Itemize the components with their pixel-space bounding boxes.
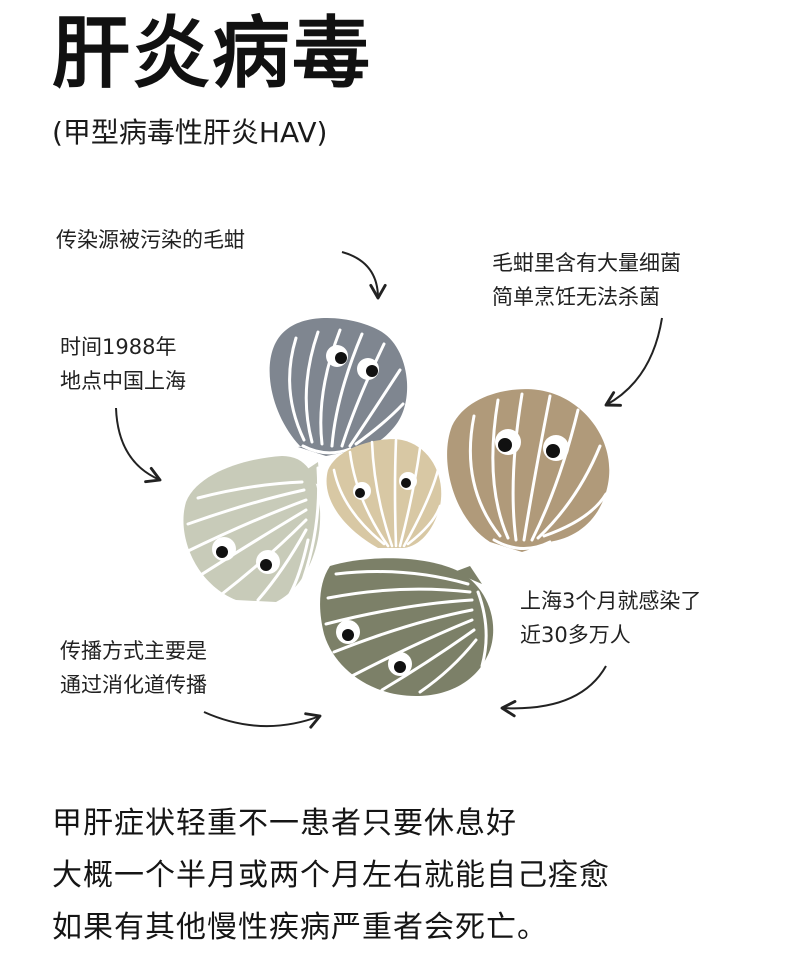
note-transmission-line-1: 传播方式主要是 (60, 639, 207, 663)
note-bacteria: 毛蚶里含有大量细菌 简单烹饪无法杀菌 (492, 246, 681, 314)
note-place-line: 地点中国上海 (60, 369, 186, 393)
arrow-bacteria-icon (604, 317, 663, 407)
note-source: 传染源被污染的毛蚶 (56, 223, 245, 257)
note-source-line: 传染源被污染的毛蚶 (56, 228, 245, 252)
note-time-place: 时间1988年 地点中国上海 (60, 330, 186, 398)
summary-line-1: 甲肝症状轻重不一患者只要休息好 (52, 806, 517, 841)
note-time-line: 时间1988年 (60, 335, 177, 359)
shell-olive-icon (320, 558, 494, 696)
summary-line-2: 大概一个半月或两个月左右就能自己痊愈 (52, 858, 610, 893)
note-infected: 上海3个月就感染了 近30多万人 (520, 584, 701, 652)
shell-small-icon (326, 438, 442, 548)
shell-gray-icon (269, 317, 408, 456)
page-subtitle: (甲型病毒性肝炎HAV) (52, 116, 328, 149)
shell-sage-icon (183, 456, 321, 602)
note-bacteria-line-2: 简单烹饪无法杀菌 (492, 285, 660, 309)
arrow-source-icon (341, 251, 387, 300)
note-infected-line-1: 上海3个月就感染了 (520, 589, 702, 613)
arrow-transmission-icon (203, 711, 322, 729)
note-infected-line-2: 近30多万人 (520, 623, 631, 647)
note-transmission: 传播方式主要是 通过消化道传播 (60, 634, 207, 702)
arrow-time-place-icon (115, 407, 162, 484)
shell-brown-icon (447, 389, 610, 552)
page-title: 肝炎病毒 (52, 9, 373, 99)
note-transmission-line-2: 通过消化道传播 (60, 673, 207, 697)
note-bacteria-line-1: 毛蚶里含有大量细菌 (492, 251, 681, 275)
arrow-infected-icon (500, 665, 607, 718)
